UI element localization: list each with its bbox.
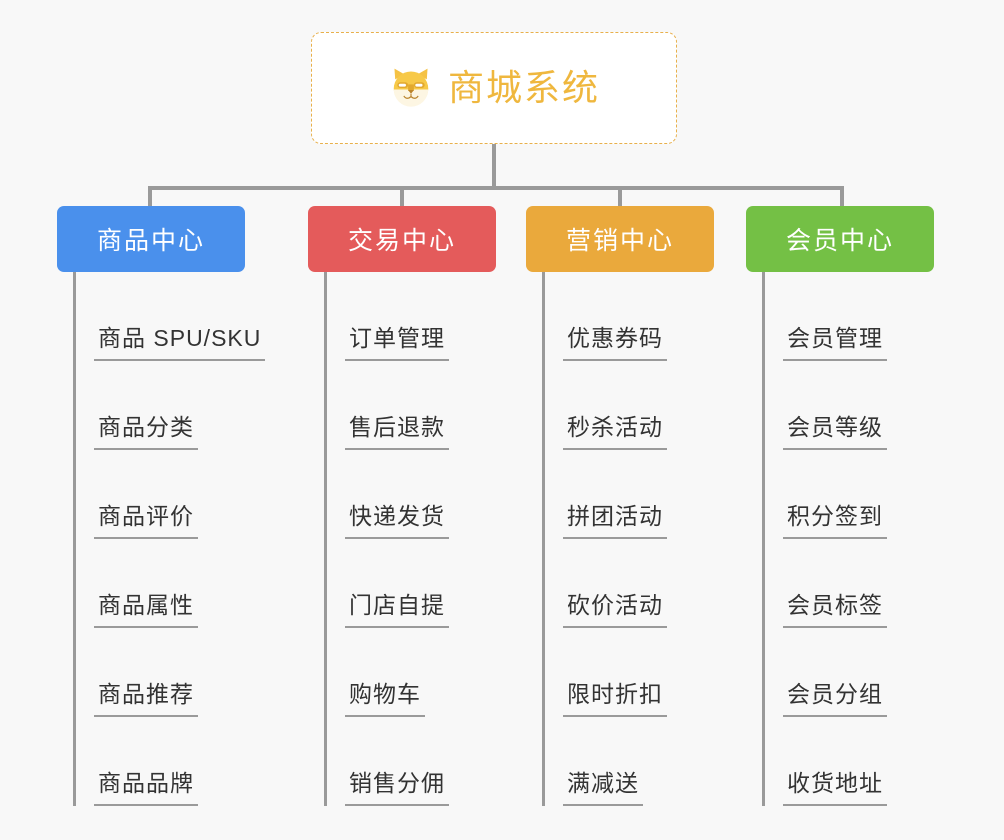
leaf-label: 收货地址	[783, 770, 887, 806]
list-item[interactable]: 限时折扣	[563, 628, 714, 717]
branch-column-4: 会员中心 会员管理 会员等级 积分签到 会员标签 会员分组 收货地址	[746, 206, 934, 806]
list-item[interactable]: 收货地址	[783, 717, 934, 806]
leaf-label: 会员分组	[783, 681, 887, 717]
leaf-label: 销售分佣	[345, 770, 449, 806]
connector-drop-2	[400, 186, 404, 208]
leaf-label: 商品推荐	[94, 681, 198, 717]
leaf-label: 满减送	[563, 770, 643, 806]
leaf-label: 商品分类	[94, 414, 198, 450]
list-item[interactable]: 会员等级	[783, 361, 934, 450]
leaf-list-4: 会员管理 会员等级 积分签到 会员标签 会员分组 收货地址	[762, 272, 934, 806]
list-item[interactable]: 商品属性	[94, 539, 245, 628]
list-item[interactable]: 拼团活动	[563, 450, 714, 539]
leaf-label: 商品 SPU/SKU	[94, 325, 266, 361]
shiba-dog-face-icon	[393, 68, 429, 107]
leaf-label: 秒杀活动	[563, 414, 667, 450]
leaf-label: 拼团活动	[563, 503, 667, 539]
list-item[interactable]: 商品分类	[94, 361, 245, 450]
list-item[interactable]: 满减送	[563, 717, 714, 806]
category-header-1[interactable]: 商品中心	[57, 206, 245, 272]
leaf-label: 优惠券码	[563, 325, 667, 361]
leaf-label: 售后退款	[345, 414, 449, 450]
list-item[interactable]: 商品评价	[94, 450, 245, 539]
list-item[interactable]: 购物车	[345, 628, 496, 717]
leaf-label: 商品评价	[94, 503, 198, 539]
list-item[interactable]: 售后退款	[345, 361, 496, 450]
list-item[interactable]: 砍价活动	[563, 539, 714, 628]
list-item[interactable]: 秒杀活动	[563, 361, 714, 450]
list-item[interactable]: 优惠券码	[563, 272, 714, 361]
list-item[interactable]: 商品 SPU/SKU	[94, 272, 266, 361]
branch-column-1: 商品中心 商品 SPU/SKU 商品分类 商品评价 商品属性 商品推荐	[57, 206, 266, 806]
leaf-label: 会员标签	[783, 592, 887, 628]
leaf-label: 限时折扣	[563, 681, 667, 717]
category-header-3[interactable]: 营销中心	[526, 206, 714, 272]
list-item[interactable]: 销售分佣	[345, 717, 496, 806]
leaf-label: 订单管理	[345, 325, 449, 361]
leaf-list-2: 订单管理 售后退款 快递发货 门店自提 购物车 销售分佣	[324, 272, 496, 806]
leaf-label: 砍价活动	[563, 592, 667, 628]
leaf-label: 积分签到	[783, 503, 887, 539]
leaf-label: 会员等级	[783, 414, 887, 450]
root-title: 商城系统	[447, 67, 600, 108]
connector-root-stem	[492, 144, 496, 190]
list-item[interactable]: 商品推荐	[94, 628, 245, 717]
connector-drop-1	[148, 186, 152, 208]
connector-drop-3	[618, 186, 622, 208]
list-item[interactable]: 会员分组	[783, 628, 934, 717]
leaf-list-1: 商品 SPU/SKU 商品分类 商品评价 商品属性 商品推荐 商品品牌	[73, 272, 266, 806]
list-item[interactable]: 商品品牌	[94, 717, 245, 806]
branch-column-3: 营销中心 优惠券码 秒杀活动 拼团活动 砍价活动 限时折扣 满减送	[526, 206, 714, 806]
leaf-label: 商品属性	[94, 592, 198, 628]
list-item[interactable]: 快递发货	[345, 450, 496, 539]
root-node[interactable]: 商城系统	[311, 32, 677, 144]
connector-horizontal-bus	[148, 186, 844, 190]
leaf-label: 商品品牌	[94, 770, 198, 806]
branch-column-2: 交易中心 订单管理 售后退款 快递发货 门店自提 购物车 销售分佣	[308, 206, 496, 806]
list-item[interactable]: 门店自提	[345, 539, 496, 628]
category-header-4[interactable]: 会员中心	[746, 206, 934, 272]
leaf-label: 购物车	[345, 681, 425, 717]
leaf-label: 门店自提	[345, 592, 449, 628]
list-item[interactable]: 会员标签	[783, 539, 934, 628]
leaf-label: 快递发货	[345, 503, 449, 539]
connector-drop-4	[840, 186, 844, 208]
list-item[interactable]: 积分签到	[783, 450, 934, 539]
list-item[interactable]: 会员管理	[783, 272, 934, 361]
category-header-2[interactable]: 交易中心	[308, 206, 496, 272]
leaf-list-3: 优惠券码 秒杀活动 拼团活动 砍价活动 限时折扣 满减送	[542, 272, 714, 806]
list-item[interactable]: 订单管理	[345, 272, 496, 361]
leaf-label: 会员管理	[783, 325, 887, 361]
